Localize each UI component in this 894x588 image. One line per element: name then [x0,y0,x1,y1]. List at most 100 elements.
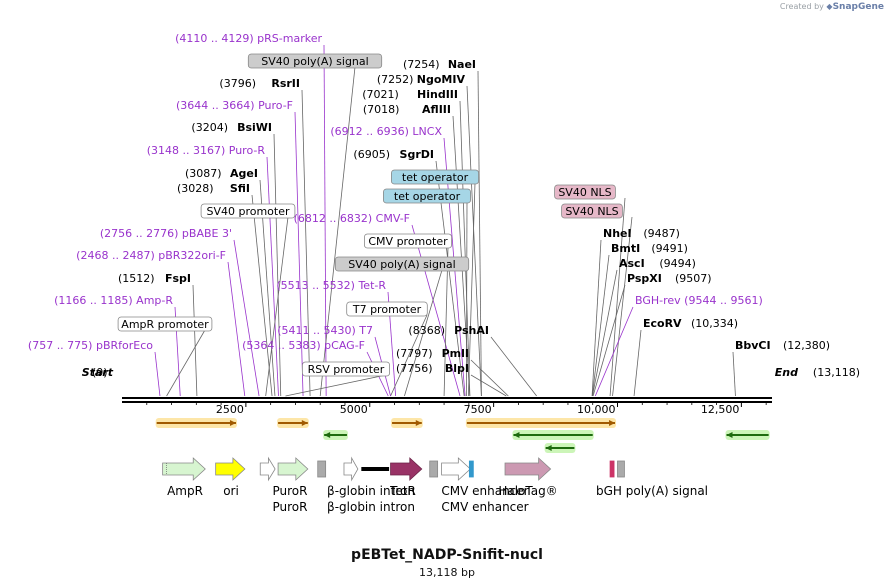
feature-name: PuroR [273,500,308,514]
enzyme-coord: (7756) [396,362,433,375]
enzyme-name: HindIII [417,88,458,101]
primer-label: (6812 .. 6832) CMV-F [294,212,410,225]
feature-label: CMV promoter [368,235,448,248]
snapgene-credit: Created by ◆SnapGene [780,2,884,12]
enzyme-name: BmtI [611,242,640,255]
primer-label: (3644 .. 3664) Puro-F [176,99,293,112]
feature-arrow [259,456,276,482]
feature-label-box [117,316,213,332]
plasmid-name: pEBTet_NADP-Snifit-nucl [351,547,543,563]
leader-line [490,336,537,397]
leader-line [732,351,736,397]
leader-line [192,284,198,397]
primer-label: BGH-rev (9544 .. 9561) [635,294,763,307]
enzyme-coord: (3204) [191,121,228,134]
leader-line [166,329,206,397]
leader-line [452,115,471,397]
orf-arrowhead [301,420,308,426]
leader-line [323,44,327,397]
end-label: End [775,366,798,379]
leader-line [591,239,602,397]
leader-line [319,66,356,397]
enzyme-coord: (9507) [675,272,712,285]
leader-line [443,246,449,397]
leader-line [404,269,443,397]
orf-arrowhead [324,432,331,438]
feature-box [429,460,439,478]
leader-line [467,182,476,397]
feature-label: RSV promoter [308,363,385,376]
feature-box [468,460,474,478]
feature-arrow [390,457,423,481]
enzyme-name: AflIII [422,103,451,116]
feature-name: CMV enhancer [441,500,528,514]
leader-line [612,216,633,397]
leader-line [273,133,282,397]
leader-line [591,254,610,397]
feature-name: bGH poly(A) signal [596,484,708,498]
leader-line [390,314,428,397]
orf-arrowhead [609,420,616,426]
primer-label: (5513 .. 5532) Tet-R [276,279,386,292]
feature-arrow [215,457,246,481]
leader-line [301,89,311,397]
feature-label: SV40 NLS [558,186,611,199]
feature-name: HaloTag® [498,484,557,498]
feature-label-box [561,203,623,219]
leader-line [411,224,461,397]
primer-label: (2756 .. 2776) pBABE 3' [100,227,232,240]
feature-name: β-globin intron [327,484,415,498]
feature-box [617,460,625,478]
feature-name: β-globin intron [327,500,415,514]
feature-name: TetR [389,484,416,498]
plasmid-size: 13,118 bp [419,566,475,579]
leader-line [233,239,260,397]
feature-intron [361,467,390,471]
feature-label: tet operator [394,190,461,203]
feature-box [317,460,327,478]
primer-label: (1166 .. 1185) Amp-R [54,294,173,307]
primer-label: (757 .. 775) pBRforEco [28,339,153,352]
enzyme-coord: (9494) [659,257,696,270]
feature-label-box [247,53,383,69]
enzyme-coord: (1512) [118,272,155,285]
leader-line [592,269,618,397]
primer-label: (4110 .. 4129) pRS-marker [175,32,322,45]
leader-line [465,201,468,397]
start-coord: (0) [92,366,108,379]
orf-arrowhead [229,420,236,426]
ruler-label: 7500 [464,403,492,416]
orf-arrowhead [726,432,733,438]
feature-arrow [277,457,309,481]
credit-prefix: Created by [779,2,824,11]
enzyme-name: EcoRV [643,317,682,330]
leader-line [633,329,642,397]
end-coord: (13,118) [813,366,860,379]
leader-line [266,156,279,397]
enzyme-name: NaeI [448,58,476,71]
backbone-bottom [122,401,772,403]
feature-arrow [504,457,552,481]
leader-line [470,359,509,397]
orf-arrowhead [545,445,552,451]
primer-label: (5411 .. 5430) T7 [277,324,373,337]
feature-label-box [382,188,471,204]
enzyme-name: SgrDI [400,148,434,161]
enzyme-name: RsrII [271,77,300,90]
enzyme-name: PspXI [627,272,662,285]
enzyme-coord: (3028) [177,182,214,195]
feature-label-box [334,256,470,272]
enzyme-coord: (7797) [396,347,433,360]
feature-name: AmpR [167,484,203,498]
orf-arrowhead [415,420,422,426]
ruler-label: 12,500 [701,403,740,416]
enzyme-coord: (7018) [363,103,400,116]
feature-label: AmpR promoter [121,318,209,331]
credit-brand: SnapGene [832,2,884,12]
feature-name: ori [223,484,239,498]
enzyme-coord: (9491) [651,242,688,255]
feature-arrow [441,457,471,481]
leader-line [285,374,387,397]
feature-label-box [200,203,296,219]
